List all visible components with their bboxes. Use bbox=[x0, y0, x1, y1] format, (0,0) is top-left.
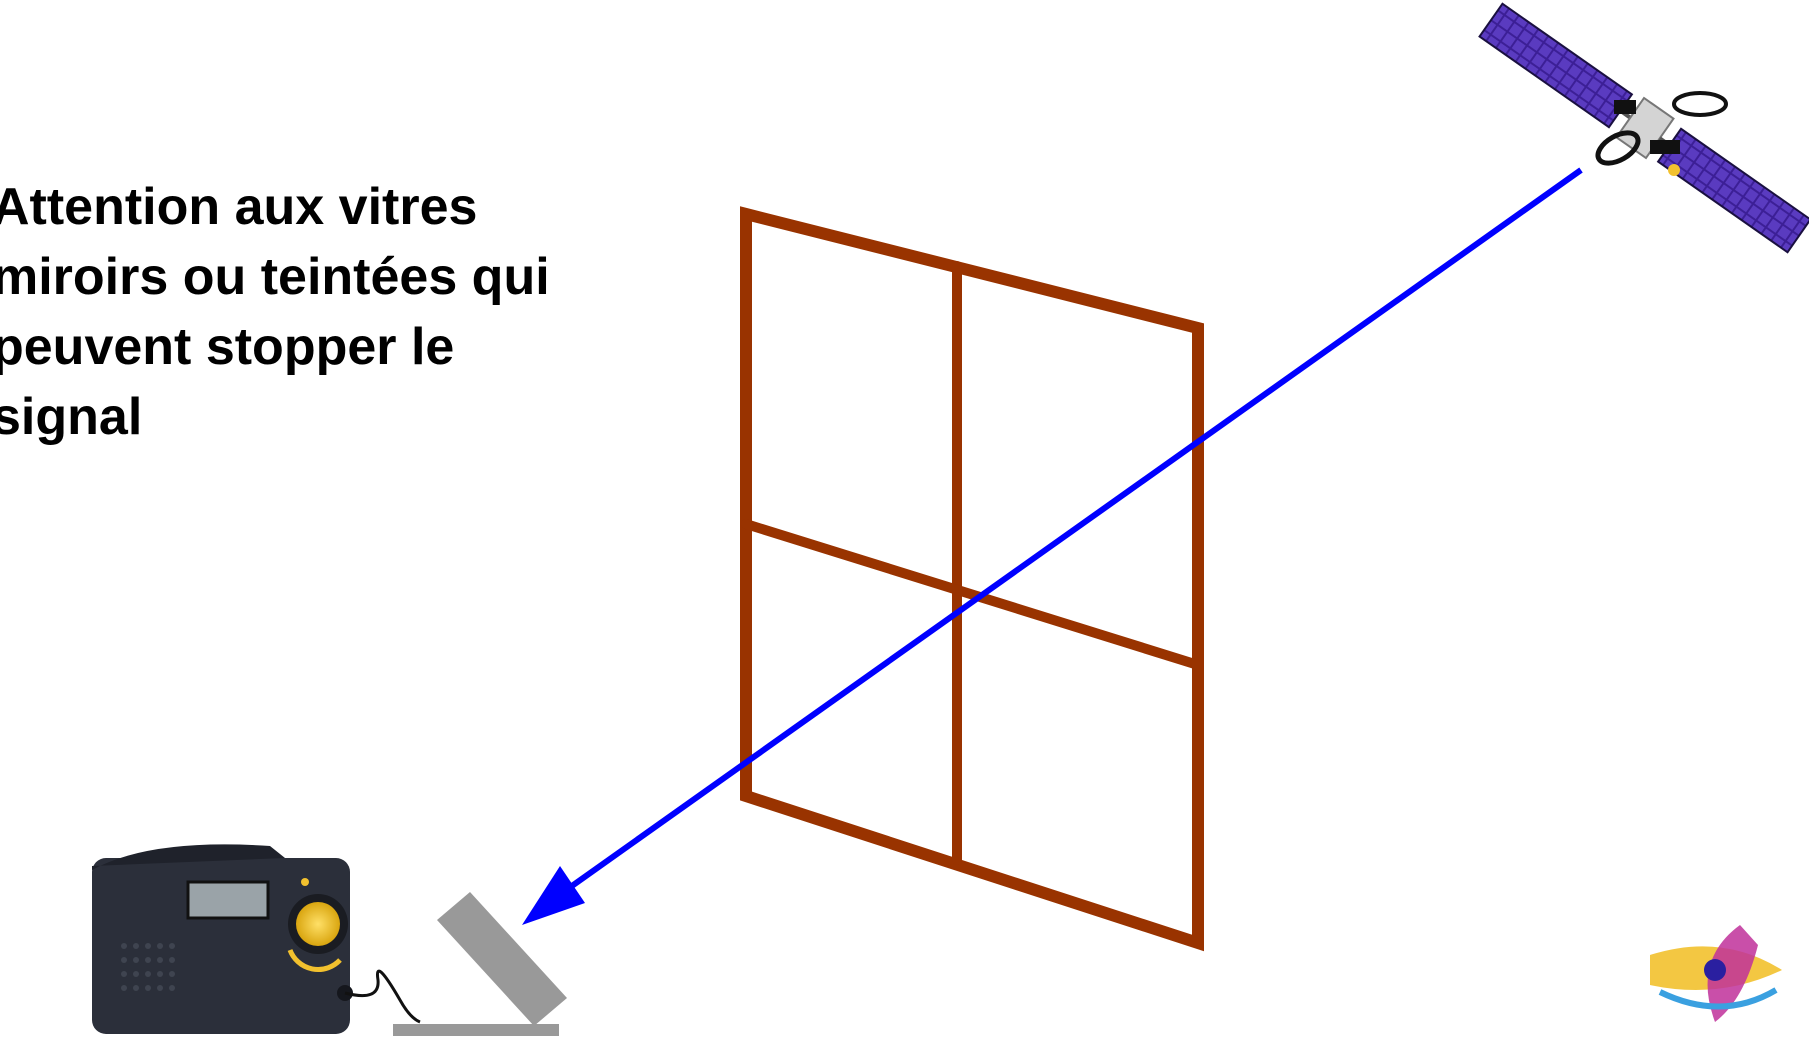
signal-arrow bbox=[522, 167, 1583, 925]
antenna-panel bbox=[437, 892, 567, 1026]
caption: Attention aux vitres miroirs ou teintées… bbox=[0, 172, 632, 452]
caption-line-1: Attention aux vitres bbox=[0, 178, 478, 236]
radio-cable bbox=[344, 969, 421, 1024]
caption-line-3: peuvent stopper le bbox=[0, 318, 455, 376]
orbit-logo-center bbox=[1704, 959, 1726, 981]
antenna-icon bbox=[393, 892, 567, 1036]
satellite-dish bbox=[1595, 130, 1641, 166]
radio-body bbox=[92, 858, 350, 1034]
signal-arrowhead bbox=[522, 866, 585, 925]
caption-line-2: miroirs ou teintées qui bbox=[0, 248, 550, 306]
window-transom bbox=[741, 519, 1203, 670]
caption-line-4: signal bbox=[0, 388, 143, 446]
radio-icon bbox=[92, 844, 421, 1034]
satellite-icon bbox=[1478, 2, 1809, 254]
orbit-logo-icon bbox=[1650, 925, 1782, 1022]
antenna-base bbox=[393, 1024, 559, 1036]
radio-display bbox=[186, 880, 270, 920]
window-frame bbox=[740, 206, 1204, 952]
solar-panel-right bbox=[1656, 127, 1809, 254]
signal-line bbox=[560, 167, 1583, 896]
radio-knob bbox=[296, 902, 340, 946]
window-icon bbox=[740, 206, 1204, 952]
solar-panel-left bbox=[1478, 2, 1634, 129]
